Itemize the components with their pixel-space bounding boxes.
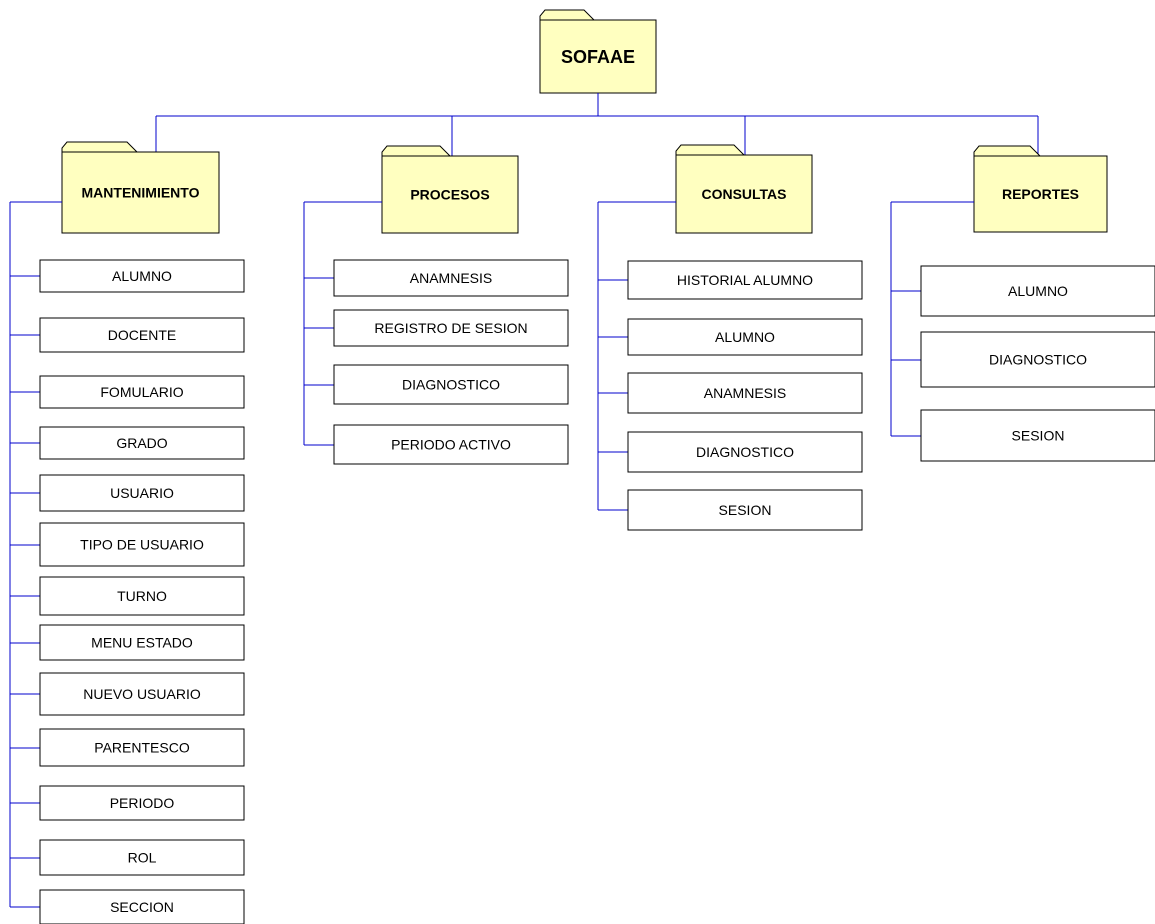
module-box: TURNO xyxy=(39,576,245,616)
module-label: GRADO xyxy=(116,435,167,451)
folder-tab xyxy=(973,145,1042,157)
module-box: HISTORIAL ALUMNO xyxy=(627,260,863,300)
module-box-frame xyxy=(627,318,863,356)
module-box: SESION xyxy=(920,409,1155,462)
folder-icon xyxy=(381,155,519,234)
module-box-frame xyxy=(39,474,245,512)
module-box: PERIODO ACTIVO xyxy=(333,424,569,465)
module-box-frame xyxy=(39,259,245,293)
module-box: GRADO xyxy=(39,426,245,460)
module-label: DIAGNOSTICO xyxy=(696,444,794,460)
module-label: USUARIO xyxy=(110,485,174,501)
module-box-frame xyxy=(333,259,569,297)
module-label: ANAMNESIS xyxy=(410,270,492,286)
module-label: ALUMNO xyxy=(1008,283,1068,299)
package-label: SOFAAE xyxy=(561,47,635,67)
module-label: PARENTESCO xyxy=(94,740,190,756)
module-box: TIPO DE USUARIO xyxy=(39,522,245,567)
module-box-frame xyxy=(39,785,245,821)
package-mantenimiento: MANTENIMIENTO xyxy=(61,141,220,234)
module-box: ALUMNO xyxy=(920,265,1155,317)
package-procesos: PROCESOS xyxy=(381,145,519,234)
module-box-frame xyxy=(39,624,245,661)
module-box-frame xyxy=(39,576,245,616)
module-box-frame xyxy=(39,839,245,876)
module-box-frame xyxy=(39,889,245,924)
module-box-frame xyxy=(627,431,863,473)
module-box: ALUMNO xyxy=(627,318,863,356)
module-box-frame xyxy=(333,424,569,465)
module-label: HISTORIAL ALUMNO xyxy=(677,272,813,288)
module-label: PERIODO xyxy=(110,795,175,811)
package-label: MANTENIMIENTO xyxy=(82,185,200,201)
module-box-frame xyxy=(920,265,1155,317)
module-label: ANAMNESIS xyxy=(704,385,786,401)
module-box: SESION xyxy=(627,489,863,531)
module-label: ALUMNO xyxy=(715,329,775,345)
module-box: ALUMNO xyxy=(39,259,245,293)
package-label: REPORTES xyxy=(1002,186,1079,202)
folder-tab xyxy=(539,9,596,21)
module-box-frame xyxy=(39,728,245,767)
module-box-frame xyxy=(39,317,245,353)
package-label: CONSULTAS xyxy=(701,186,786,202)
module-box: USUARIO xyxy=(39,474,245,512)
module-label: ROL xyxy=(128,850,157,866)
module-box: ROL xyxy=(39,839,245,876)
folder-tab xyxy=(675,144,746,156)
module-box: MENU ESTADO xyxy=(39,624,245,661)
module-box: REGISTRO DE SESION xyxy=(333,309,569,347)
module-label: DOCENTE xyxy=(108,327,176,343)
module-label: PERIODO ACTIVO xyxy=(391,437,511,453)
module-box-frame xyxy=(39,672,245,716)
module-label: MENU ESTADO xyxy=(91,635,193,651)
module-label: SESION xyxy=(719,502,772,518)
module-box: PERIODO xyxy=(39,785,245,821)
folder-icon xyxy=(675,154,813,234)
module-box: FOMULARIO xyxy=(39,375,245,409)
module-box: DOCENTE xyxy=(39,317,245,353)
folder-icon xyxy=(539,19,657,94)
module-label: ALUMNO xyxy=(112,268,172,284)
module-box-frame xyxy=(627,372,863,414)
module-box: DIAGNOSTICO xyxy=(920,331,1155,388)
module-box-frame xyxy=(920,331,1155,388)
module-box-frame xyxy=(39,522,245,567)
module-label: FOMULARIO xyxy=(100,384,183,400)
module-box: DIAGNOSTICO xyxy=(627,431,863,473)
module-box: NUEVO USUARIO xyxy=(39,672,245,716)
module-box: PARENTESCO xyxy=(39,728,245,767)
module-label: TIPO DE USUARIO xyxy=(80,537,204,553)
module-box-frame xyxy=(333,364,569,405)
module-label: TURNO xyxy=(117,588,167,604)
module-box: ANAMNESIS xyxy=(627,372,863,414)
module-box-frame xyxy=(627,489,863,531)
folder-tab xyxy=(381,145,452,157)
module-box-frame xyxy=(333,309,569,347)
module-box-frame xyxy=(39,426,245,460)
folder-tab xyxy=(61,141,139,153)
root-package: SOFAAE xyxy=(539,9,657,94)
package-label: PROCESOS xyxy=(410,187,489,203)
module-box: ANAMNESIS xyxy=(333,259,569,297)
folder-icon xyxy=(973,155,1108,233)
folder-icon xyxy=(61,151,220,234)
module-label: REGISTRO DE SESION xyxy=(374,320,527,336)
module-box-frame xyxy=(920,409,1155,462)
module-box-frame xyxy=(627,260,863,300)
module-label: NUEVO USUARIO xyxy=(83,686,201,702)
package-reportes: REPORTES xyxy=(973,145,1108,233)
module-box-frame xyxy=(39,375,245,409)
module-box: DIAGNOSTICO xyxy=(333,364,569,405)
module-label: SECCION xyxy=(110,899,174,915)
module-label: DIAGNOSTICO xyxy=(989,352,1087,368)
module-box: SECCION xyxy=(39,889,245,924)
package-consultas: CONSULTAS xyxy=(675,144,813,234)
module-label: DIAGNOSTICO xyxy=(402,377,500,393)
module-label: SESION xyxy=(1012,428,1065,444)
